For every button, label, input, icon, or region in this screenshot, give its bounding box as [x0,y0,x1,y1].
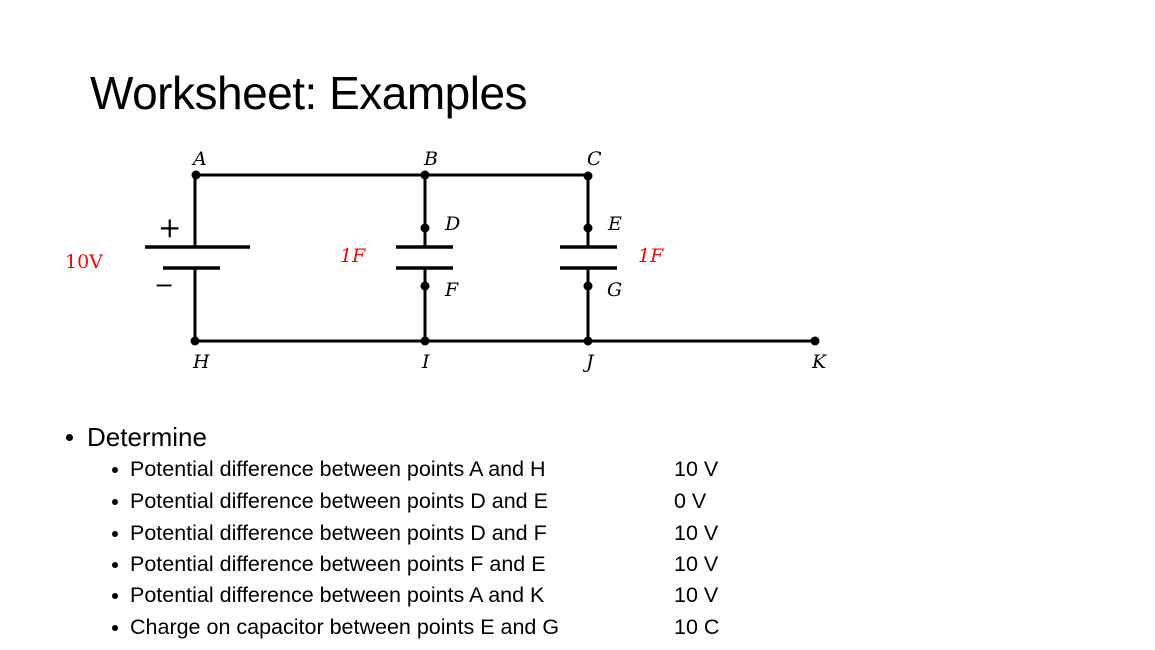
question-item: Potential difference between points D an… [112,486,548,517]
bullet-icon [66,433,73,441]
question-text: Potential difference between points A an… [130,457,546,481]
node-c-dot [583,171,593,181]
question-answer: 10 C [674,615,720,639]
question-item: Potential difference between points A an… [112,454,546,485]
question-text: Potential difference between points D an… [130,521,547,545]
node-dots [190,170,820,346]
label-h: H [192,351,210,373]
questions-list: Determine [66,420,207,454]
question-answer: 0 V [674,489,707,513]
question-answer: 10 V [674,521,719,545]
label-d: D [444,213,460,235]
label-e: E [607,213,622,235]
question-answer: 10 V [674,552,719,576]
label-c: C [587,148,602,170]
question-item: Potential difference between points F an… [112,549,546,580]
node-h-dot [190,336,200,346]
label-a: A [191,148,207,170]
bullet-icon [112,530,118,537]
label-g: G [607,279,622,301]
question-text: Charge on capacitor between points E and… [130,615,560,639]
battery-voltage-label: 10V [65,251,103,273]
bullet-icon [112,561,118,568]
node-b-dot [420,170,430,180]
question-answer: 10 V [674,583,719,607]
bullet-icon [112,592,118,599]
label-k: K [811,351,828,373]
question-text: Potential difference between points F an… [130,552,546,576]
wires [145,173,815,343]
battery-plus-sign: + [158,211,181,244]
label-b: B [423,148,438,170]
capacitor1-value-label: 1F [340,245,366,267]
node-f-dot [420,281,430,291]
node-e-dot [583,223,593,233]
heading-text: Determine [87,421,207,452]
battery-minus-sign: − [154,271,174,299]
determine-heading: Determine [66,420,207,454]
question-text: Potential difference between points A an… [130,583,545,607]
node-k-dot [810,336,820,346]
bullet-icon [112,498,118,505]
node-d-dot [420,223,430,233]
node-i-dot [420,336,430,346]
node-j-dot [583,336,593,346]
question-item: Charge on capacitor between points E and… [112,612,559,643]
slide-title: Worksheet: Examples [90,67,528,119]
bullet-icon [112,466,118,473]
bullet-icon [112,624,118,631]
label-f: F [444,279,459,301]
label-j: J [582,351,595,373]
question-text: Potential difference between points D an… [130,489,548,513]
question-item: Potential difference between points D an… [112,518,547,549]
question-answer: 10 V [674,457,719,481]
question-item: Potential difference between points A an… [112,580,544,611]
node-a-dot [191,170,201,180]
capacitor2-value-label: 1F [638,245,664,267]
label-i: I [421,351,430,373]
node-g-dot [583,281,593,291]
